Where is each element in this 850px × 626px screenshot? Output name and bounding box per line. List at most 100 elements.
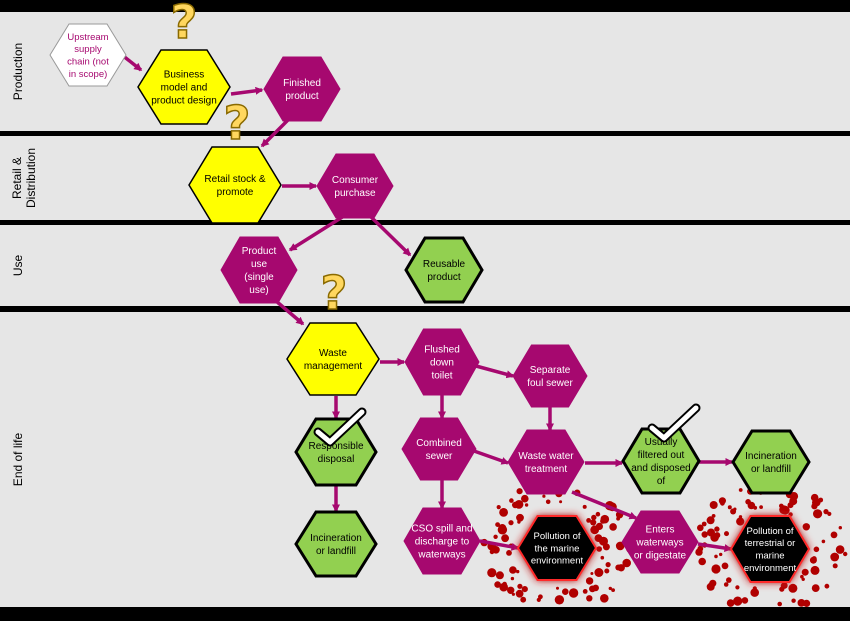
pollution-dot [718,497,727,505]
pollution-dot [721,562,729,570]
pollution-dot [568,588,579,598]
pollution-dot [501,534,509,543]
pollution-dot [594,568,604,577]
pollution-dot [611,588,615,592]
pollution-dot [789,492,799,501]
pollution-dot [497,525,508,535]
pollution-dot [730,508,737,515]
pollution-dot [559,500,563,504]
pollution-dot [783,506,788,510]
pollution-dot [810,493,819,502]
pollution-dot [711,564,721,574]
pollution-dot [780,505,790,515]
pollution-dot [517,583,523,589]
pollution-dot [596,546,602,552]
lane-separator [0,607,850,621]
pollution-dot [554,595,565,605]
pollution-dot [714,526,720,532]
pollution-dot [843,551,848,557]
pollution-dot [706,516,715,525]
pollution-dot [811,556,817,562]
pollution-dot [724,531,729,537]
hexagon-shape [404,236,484,304]
pollution-dot [608,586,612,591]
pollution-dot [800,574,804,579]
pollution-dot [777,601,782,607]
hexagon-shape [512,344,588,408]
pollution-dot [711,514,716,518]
lane-label: Production [11,43,25,100]
pollution-dot [617,564,625,572]
pollution-dot [615,541,625,551]
pollution-dot [536,597,541,603]
pollution-dot [599,536,608,546]
check-icon [649,405,699,441]
hexagon-shape [294,510,378,578]
pollution-dot [507,586,515,594]
pollution-dot [506,550,512,556]
pollution-dot [595,511,601,517]
pollution-dot [801,577,805,581]
hexagon-shape [516,515,598,581]
pollution-dot [556,586,559,590]
check-icon [315,409,365,445]
pollution-dot [738,515,743,519]
pollution-dot [516,569,520,574]
pollution-dot [604,568,610,574]
pollution-dot [695,548,703,556]
pollution-dot [727,505,732,510]
pollution-dot [823,509,829,515]
hexagon-shape [621,510,699,574]
pollution-dot [827,511,832,516]
pollution-dot [838,526,842,530]
pollution-dot [585,577,594,585]
hexagon-shape [401,417,477,481]
hexagon-shape [188,146,282,224]
pollution-dot [600,555,605,560]
hexagon-shape [404,328,480,396]
pollution-dot [493,534,498,539]
pollution-dot [788,583,798,593]
pollution-dot [586,518,591,523]
pollution-dot [524,503,529,507]
flow-arrow [288,214,345,252]
pollution-dot [747,501,756,510]
pollution-dot [492,546,500,554]
pollution-dot [803,599,811,608]
pollution-dot [542,494,546,498]
lane-separator [0,0,850,12]
pollution-dot [609,523,617,531]
flow-arrow [230,86,264,96]
pollution-dot [562,588,569,595]
pollution-dot [582,589,588,594]
pollution-dot [515,589,524,598]
flow-arrow [475,364,515,379]
pollution-dot [516,513,524,522]
pollution-dot [499,508,508,517]
hexagon-shape [507,429,585,495]
pollution-dot [750,588,759,597]
hexagon-shape [286,322,380,396]
pollution-dot [582,504,587,509]
flow-arrow [274,299,305,326]
question-mark-icon: ? [321,266,348,320]
pollution-dot [517,520,521,524]
hexagon-shape [621,427,701,495]
pollution-dot [735,585,740,590]
lane-separator [0,220,850,225]
pollution-dot [802,523,810,531]
